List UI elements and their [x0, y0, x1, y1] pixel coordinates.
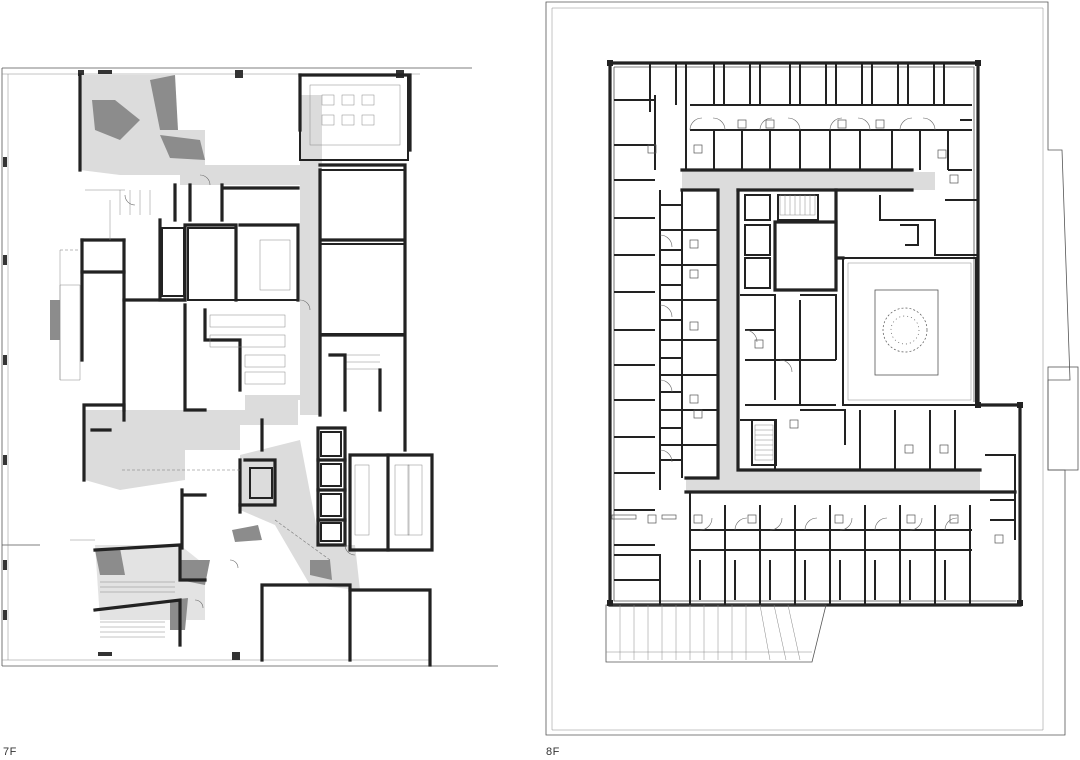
floor-plan-7f [1, 67, 498, 667]
floor-plan-8f [545, 1, 1079, 736]
floor-label-7f: 7F [3, 746, 17, 758]
floor-label-8f: 8F [546, 746, 560, 758]
